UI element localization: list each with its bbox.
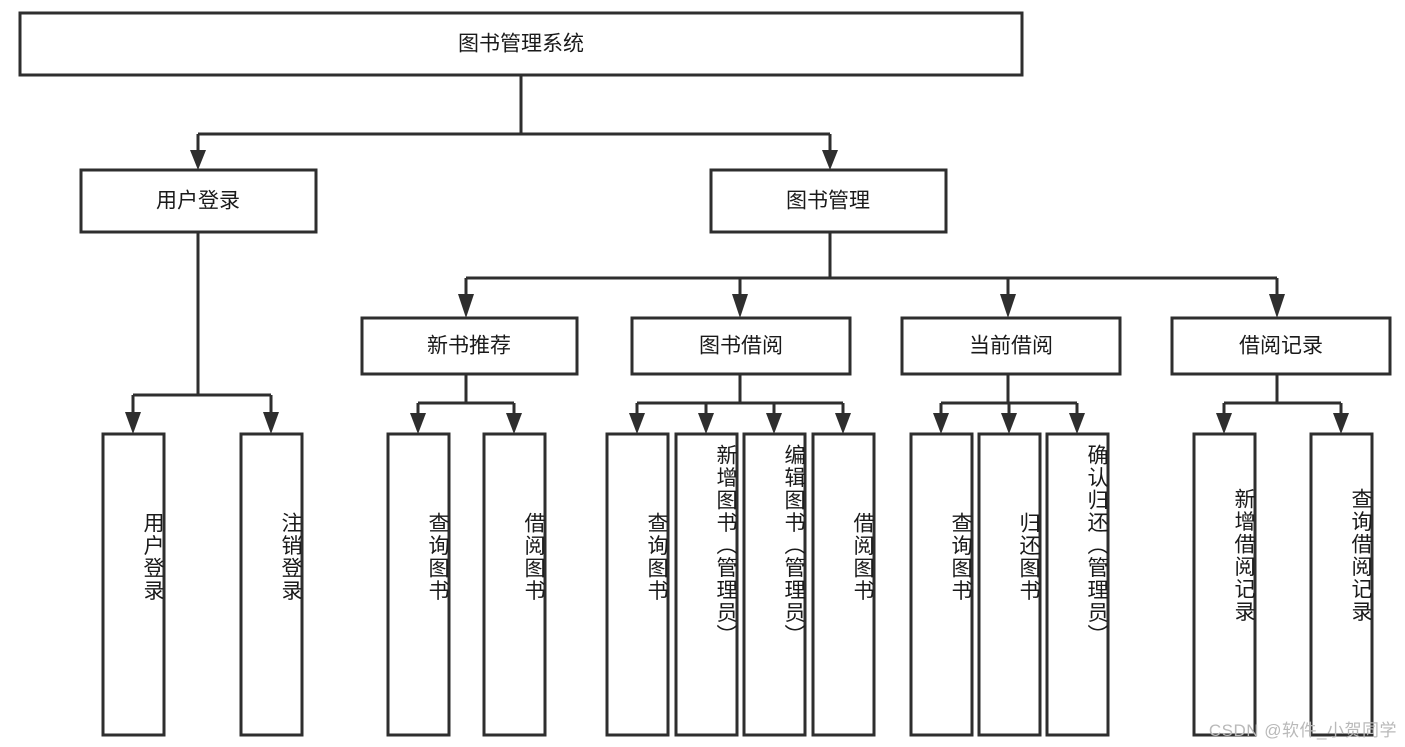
node-leaf-query-record[interactable] bbox=[1309, 432, 1374, 737]
arrowhead-leaf-query-book-2 bbox=[629, 413, 645, 434]
arrowhead-book-management bbox=[822, 150, 838, 170]
arrowhead-leaf-add-book bbox=[698, 413, 714, 434]
arrowhead-leaf-edit-book bbox=[766, 413, 782, 434]
node-title-box[interactable] bbox=[18, 11, 1024, 77]
label-user-login: 用户登录 bbox=[156, 190, 240, 213]
node-leaf-edit-book[interactable] bbox=[742, 432, 807, 737]
edges-layer bbox=[125, 75, 1349, 434]
arrowhead-leaf-return-book bbox=[1001, 413, 1017, 434]
node-user-login[interactable] bbox=[79, 168, 318, 234]
arrowhead-leaf-user-login bbox=[125, 412, 141, 434]
arrowhead-leaf-logout-login bbox=[263, 412, 279, 434]
node-current-borrow[interactable] bbox=[900, 316, 1122, 376]
arrowhead-new-book-recommend bbox=[458, 294, 474, 318]
arrowhead-leaf-query-record bbox=[1333, 413, 1349, 434]
horizontal-labels-layer: 图书管理系统 用户登录 图书管理 新书推荐 图书借阅 当前借阅 借阅记录 bbox=[156, 33, 1323, 358]
node-book-management[interactable] bbox=[709, 168, 948, 234]
arrowhead-leaf-query-book-1 bbox=[410, 413, 426, 434]
arrowhead-leaf-query-book-3 bbox=[933, 413, 949, 434]
arrowhead-book-borrow bbox=[732, 294, 748, 318]
arrowhead-leaf-borrow-book-2 bbox=[835, 413, 851, 434]
node-leaf-confirm-return[interactable] bbox=[1045, 432, 1110, 737]
node-leaf-return-book[interactable] bbox=[977, 432, 1042, 737]
node-leaf-add-record[interactable] bbox=[1192, 432, 1257, 737]
arrowhead-current-borrow bbox=[1000, 294, 1016, 318]
arrowhead-user-login bbox=[190, 150, 206, 170]
label-book-borrow: 图书借阅 bbox=[699, 335, 783, 358]
arrowhead-leaf-confirm-return bbox=[1069, 413, 1085, 434]
node-book-borrow[interactable] bbox=[630, 316, 852, 376]
watermark-text: CSDN @软件_小贺同学 bbox=[1208, 721, 1397, 740]
node-leaf-add-book[interactable] bbox=[674, 432, 739, 737]
label-book-management: 图书管理 bbox=[786, 190, 870, 213]
node-leaf-user-login[interactable] bbox=[101, 432, 166, 737]
node-leaf-borrow-book-1[interactable] bbox=[482, 432, 547, 737]
node-leaf-borrow-book-2[interactable] bbox=[811, 432, 876, 737]
node-new-book-recommend[interactable] bbox=[360, 316, 579, 376]
node-borrow-record[interactable] bbox=[1170, 316, 1392, 376]
label-current-borrow: 当前借阅 bbox=[969, 335, 1053, 358]
label-title: 图书管理系统 bbox=[458, 33, 584, 56]
node-leaf-query-book-2[interactable] bbox=[605, 432, 670, 737]
label-borrow-record: 借阅记录 bbox=[1239, 335, 1323, 358]
node-leaf-query-book-1[interactable] bbox=[386, 432, 451, 737]
label-new-book-recommend: 新书推荐 bbox=[427, 335, 511, 358]
arrowhead-leaf-add-record bbox=[1216, 413, 1232, 434]
arrowhead-leaf-borrow-book-1 bbox=[506, 413, 522, 434]
node-leaf-logout-login[interactable] bbox=[239, 432, 304, 737]
arrowhead-borrow-record bbox=[1269, 294, 1285, 318]
node-leaf-query-book-3[interactable] bbox=[909, 432, 974, 737]
nodes-layer bbox=[18, 11, 1392, 737]
